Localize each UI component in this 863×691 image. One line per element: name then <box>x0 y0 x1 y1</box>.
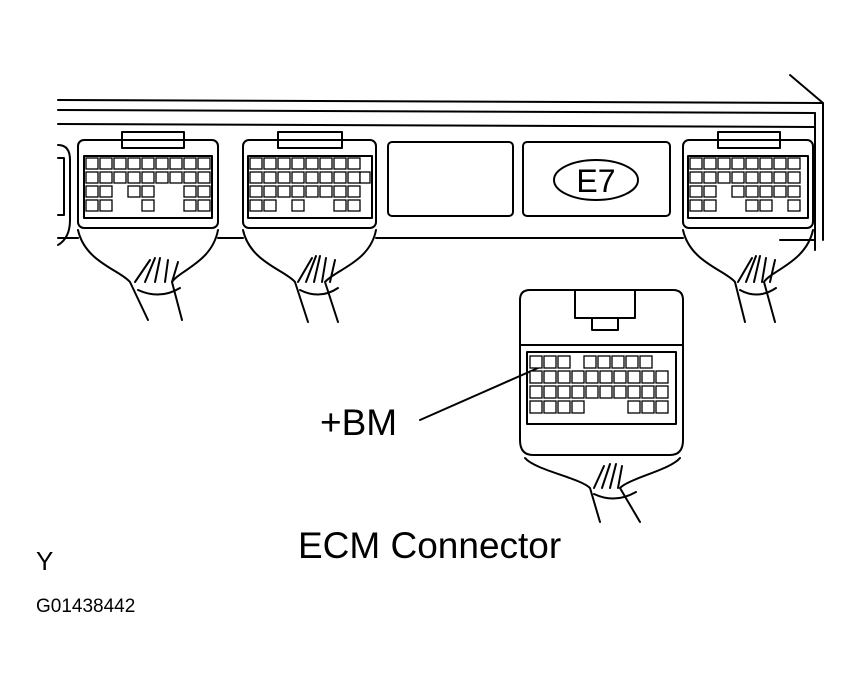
pin-grid-plug <box>529 355 669 414</box>
pin-grid-connector-3 <box>689 157 801 212</box>
ecm-housing <box>57 74 824 251</box>
e7-panel <box>522 141 671 217</box>
blank-panel <box>387 141 514 217</box>
pin-label: +BM <box>320 402 398 443</box>
ecm-connector-1 <box>77 131 219 321</box>
ecm-plug-connector <box>519 289 684 523</box>
caption: ECM Connector <box>298 525 562 566</box>
pin-grid-connector-2 <box>249 157 371 212</box>
corner-letter: Y <box>36 546 54 576</box>
bm-leader-line <box>419 367 539 421</box>
connector-code-label: E7 <box>576 163 615 199</box>
ecm-connector-partial-left <box>57 144 71 246</box>
figure-id: G01438442 <box>36 596 136 617</box>
pin-grid-connector-1 <box>85 157 211 212</box>
ecm-connector-3 <box>682 131 814 323</box>
ecm-connector-2 <box>242 131 377 323</box>
